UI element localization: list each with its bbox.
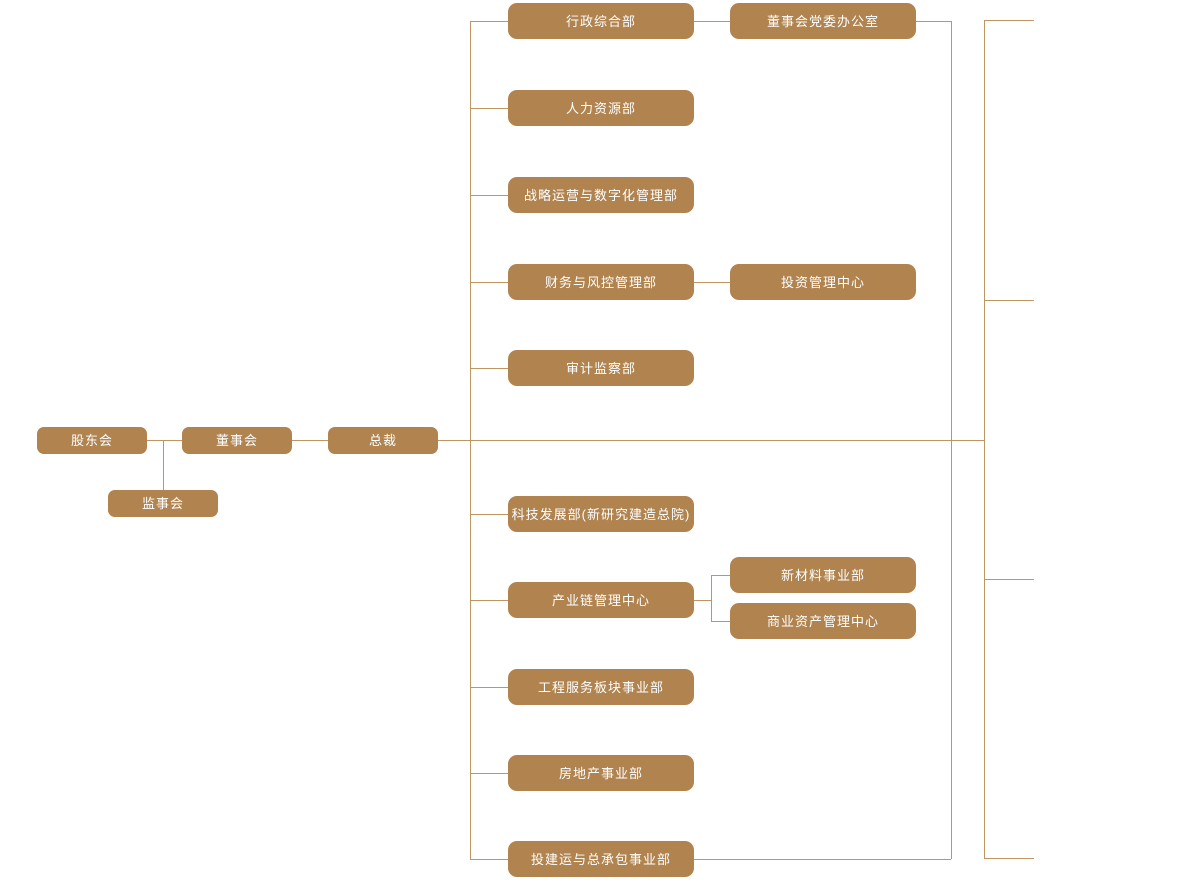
connector (147, 440, 182, 441)
node-new-materials-unit: 新材料事业部 (730, 557, 916, 593)
connector (470, 21, 508, 22)
connector (470, 195, 508, 196)
connector (694, 600, 711, 601)
connector (984, 300, 1034, 301)
connector (470, 368, 508, 369)
connector (916, 21, 951, 22)
connector (163, 440, 164, 490)
connector (694, 21, 730, 22)
connector (470, 859, 508, 860)
connector (470, 282, 508, 283)
connector (470, 514, 508, 515)
node-board-of-directors: 董事会 (182, 427, 292, 454)
connector (292, 440, 328, 441)
node-human-resources-dept: 人力资源部 (508, 90, 694, 126)
connector (470, 21, 471, 859)
connector (711, 575, 712, 622)
node-real-estate-unit: 房地产事业部 (508, 755, 694, 791)
node-engineering-services-unit: 工程服务板块事业部 (508, 669, 694, 705)
connector (711, 575, 730, 576)
connector (984, 858, 1034, 859)
node-investment-construction-unit: 投建运与总承包事业部 (508, 841, 694, 877)
connector (694, 282, 730, 283)
node-industry-chain-center: 产业链管理中心 (508, 582, 694, 618)
connector (470, 108, 508, 109)
node-commercial-assets-center: 商业资产管理中心 (730, 603, 916, 639)
node-supervisory-board: 监事会 (108, 490, 218, 517)
connector (984, 579, 1034, 580)
connector (984, 20, 1034, 21)
node-admin-general-dept: 行政综合部 (508, 3, 694, 39)
connector (711, 621, 730, 622)
connector (470, 687, 508, 688)
node-president: 总裁 (328, 427, 438, 454)
node-strategy-digital-dept: 战略运营与数字化管理部 (508, 177, 694, 213)
connector (470, 773, 508, 774)
connector (470, 600, 508, 601)
connector (437, 440, 984, 441)
node-audit-supervision-dept: 审计监察部 (508, 350, 694, 386)
connector (984, 20, 985, 858)
connector (951, 21, 952, 859)
node-investment-center: 投资管理中心 (730, 264, 916, 300)
node-shareholders-meeting: 股东会 (37, 427, 147, 454)
connector (694, 859, 951, 860)
node-finance-risk-dept: 财务与风控管理部 (508, 264, 694, 300)
node-tech-development-dept: 科技发展部(新研究建造总院) (508, 496, 694, 532)
node-board-party-office: 董事会党委办公室 (730, 3, 916, 39)
